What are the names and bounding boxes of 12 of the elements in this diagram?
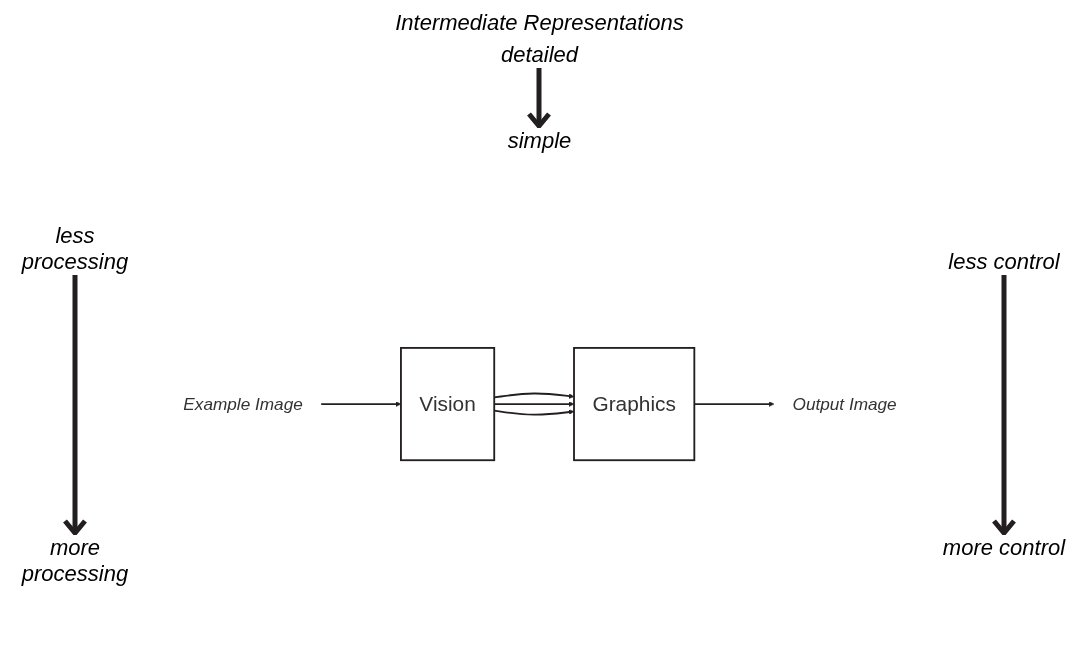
node-text: Example Image: [182, 394, 303, 414]
section-heading: Intermediate Representations: [395, 10, 684, 36]
scale-label: simple: [507, 128, 572, 154]
scale-label: more processing: [20, 534, 130, 587]
node-box: Vision: [399, 347, 495, 462]
scale-label: detailed: [500, 42, 579, 68]
node-box: Graphics: [572, 347, 695, 462]
arrow: [319, 401, 401, 408]
scale-label: less control: [948, 248, 1060, 275]
scale-label: less processing: [20, 222, 130, 275]
scale-label: more control: [942, 534, 1066, 561]
node-text: Output Image: [792, 394, 897, 414]
